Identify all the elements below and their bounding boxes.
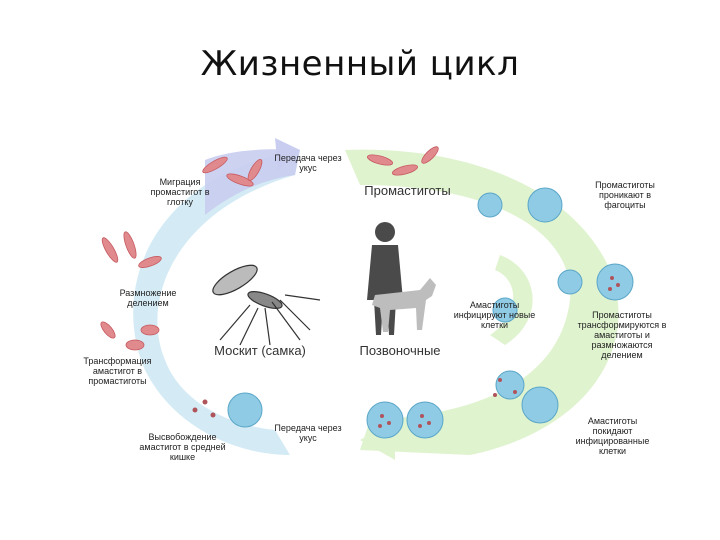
vertebrate-cycle-arc [345, 149, 619, 455]
label-multiplication: Размножение делением [119, 288, 177, 308]
label-migration: Миграция промастигот в глотку [150, 177, 210, 207]
cells [227, 187, 634, 439]
sandfly-cycle-arc [133, 150, 300, 455]
promastigote-parasites-right [367, 146, 439, 176]
label-sandfly: Москит (самка) [214, 343, 306, 358]
human-silhouette [367, 222, 403, 335]
label-vertebrates: Позвоночные [359, 343, 441, 358]
label-release: Высвобождение амастигот в средней кишке [139, 432, 226, 462]
mosquito-icon [212, 264, 321, 346]
label-transmission-bottom: Передача через укус [274, 423, 342, 443]
label-transformation-left: Трансформация амастигот в промастиготы [83, 356, 152, 386]
label-infect-new-cells: Амастиготы инфицируют новые клетки [453, 300, 536, 330]
dog-silhouette [372, 278, 436, 332]
promastigote-parasites [100, 156, 263, 351]
label-enter-phagocytes: Промастиготы проникают в фагоциты [595, 180, 655, 210]
vertebrate-inner-arc [490, 255, 533, 345]
arrow-icon [275, 138, 300, 170]
label-transmission-top: Передача через укус [274, 153, 342, 173]
amastigote-dots [192, 276, 620, 428]
label-transform-right: Промастиготы трансформируются в амастиго… [577, 310, 667, 360]
slide-title: Жизненный цикл [200, 44, 520, 84]
label-leave-cells: Амастиготы покидают инфицированные клетк… [575, 416, 650, 456]
label-promastigotes: Промастиготы [364, 183, 451, 198]
